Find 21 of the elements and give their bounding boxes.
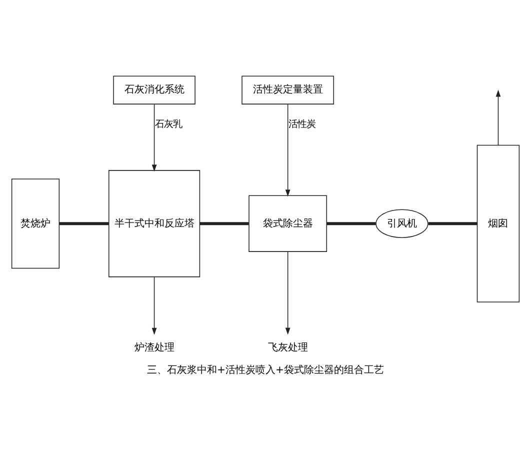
edge-label: 石灰乳 — [155, 118, 182, 130]
caption: 三、石灰浆中和+活性炭喷入+袋式除尘器的组合工艺 — [147, 364, 384, 376]
node-box: 焚烧炉 — [11, 178, 60, 268]
arrow — [152, 103, 157, 172]
node-ellipse: 引风机 — [376, 208, 428, 238]
node-box: 活性炭定量装置 — [242, 75, 334, 104]
connector — [428, 222, 478, 225]
connector — [59, 222, 109, 225]
node-box: 半干式中和反应塔 — [108, 170, 200, 277]
edge-label: 活性炭 — [288, 118, 316, 130]
arrow — [285, 103, 290, 196]
node-box: 烟囱 — [476, 144, 520, 302]
arrow — [152, 276, 157, 334]
node-text: 炉渣处理 — [134, 342, 174, 353]
connector — [200, 222, 249, 225]
arrow — [285, 250, 290, 334]
connector — [326, 222, 376, 225]
node-text: 飞灰处理 — [268, 342, 308, 353]
arrow — [496, 89, 501, 146]
node-box: 石灰消化系统 — [113, 75, 196, 104]
node-box: 袋式除尘器 — [248, 194, 328, 252]
